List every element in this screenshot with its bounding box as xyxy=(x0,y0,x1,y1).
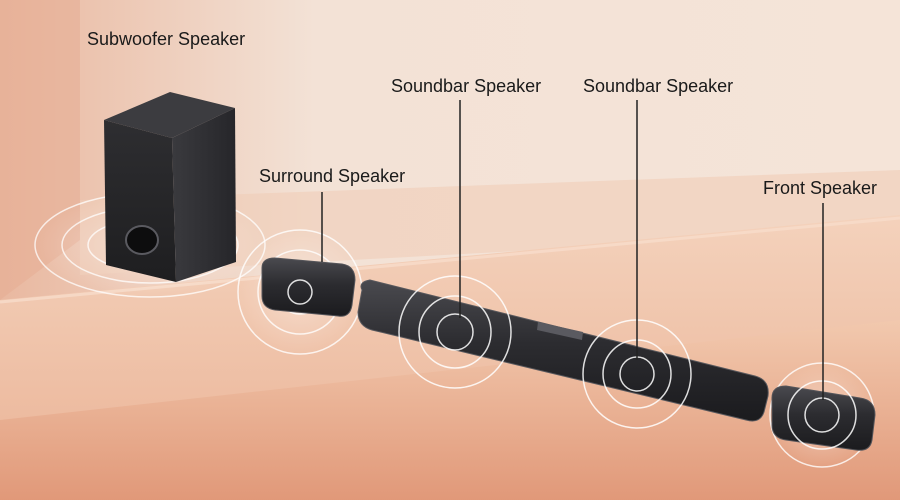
subwoofer-port xyxy=(125,225,159,255)
subwoofer-speaker-label: Subwoofer Speaker xyxy=(87,29,246,49)
soundbar-right-label: Soundbar Speaker xyxy=(583,76,734,96)
subwoofer-speaker xyxy=(104,92,236,282)
soundbar-display xyxy=(537,322,583,340)
surround-speaker-label: Surround Speaker xyxy=(259,166,406,186)
soundbar-left-label: Soundbar Speaker xyxy=(391,76,542,96)
soundbar-left-wave-rings xyxy=(398,275,512,389)
surround-speaker xyxy=(261,257,356,317)
leader-lines xyxy=(321,100,824,400)
front-speaker-label: Front Speaker xyxy=(763,178,878,198)
